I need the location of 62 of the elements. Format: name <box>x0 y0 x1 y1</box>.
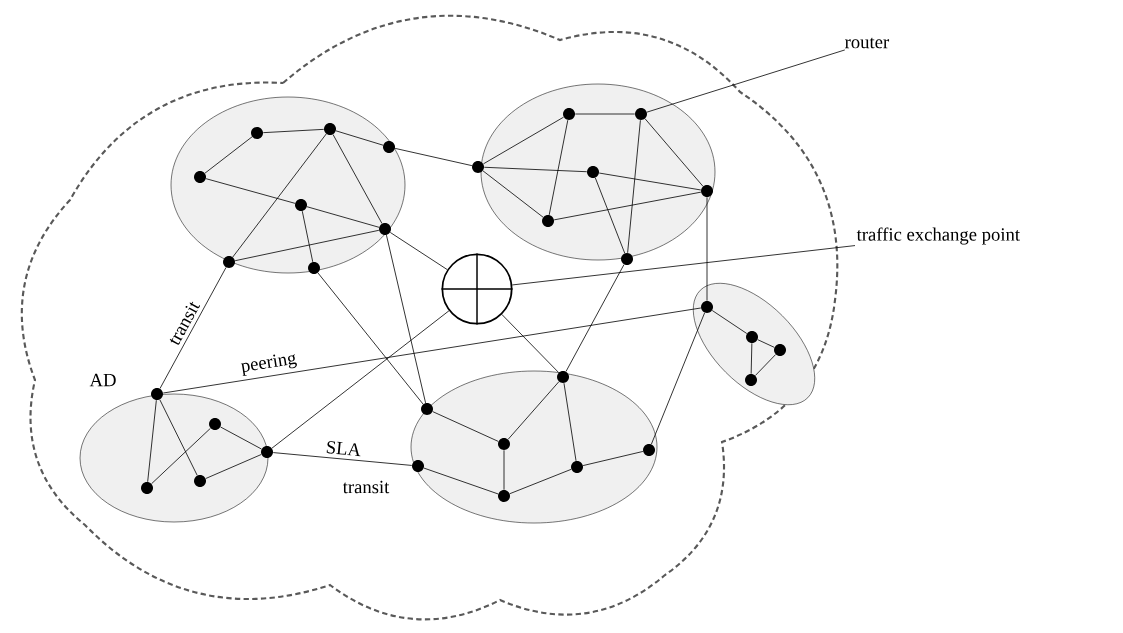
link-line <box>335 130 384 146</box>
link-line <box>483 116 564 165</box>
link-line <box>650 312 706 445</box>
domain-ellipse <box>79 393 269 523</box>
link-line <box>394 148 473 167</box>
link-line <box>565 264 625 372</box>
link-line <box>234 229 380 262</box>
link-line <box>482 170 544 218</box>
link-line <box>509 468 572 495</box>
link-line <box>306 206 380 228</box>
link-line <box>553 191 702 221</box>
link-line <box>317 272 424 405</box>
link-line <box>483 166 588 173</box>
link-line <box>644 118 704 187</box>
text-label: transit <box>342 480 390 494</box>
link-line <box>332 134 383 224</box>
link-line <box>598 172 702 191</box>
link-line <box>548 119 569 216</box>
link-line <box>262 128 325 134</box>
link-line <box>271 310 450 449</box>
link-line <box>423 467 499 495</box>
link-line <box>162 307 702 394</box>
link-line <box>507 381 560 440</box>
node-label: router <box>845 37 890 49</box>
edge-label: peering <box>240 354 297 377</box>
leader-line <box>646 49 846 113</box>
link-line <box>147 399 157 483</box>
link-line <box>386 234 426 404</box>
link-line <box>503 449 505 491</box>
link-line <box>301 210 314 263</box>
domain-ellipse <box>170 96 406 274</box>
link-line <box>159 267 227 389</box>
link-line <box>582 451 644 466</box>
link-line <box>220 426 262 450</box>
link-line <box>432 411 499 442</box>
link-line <box>574 113 636 115</box>
link-line <box>204 136 253 174</box>
link-line <box>205 454 262 479</box>
domain-ellipse <box>480 83 716 261</box>
link-line <box>501 314 560 373</box>
link-line <box>757 339 775 348</box>
link-line <box>272 452 413 466</box>
link-line <box>151 427 211 485</box>
link-line <box>627 119 641 254</box>
node-label: traffic exchange point <box>856 227 1020 245</box>
link-line <box>159 399 198 476</box>
link-line <box>205 178 296 204</box>
edge-label: transit <box>169 301 200 345</box>
exchange-point-symbol <box>440 252 514 326</box>
link-line <box>389 232 448 270</box>
leader-line <box>511 245 856 286</box>
link-line <box>706 196 708 302</box>
link-line <box>232 133 327 258</box>
text-label: AD <box>89 373 116 387</box>
link-line <box>750 342 753 375</box>
link-line <box>711 310 748 334</box>
link-line <box>754 354 777 376</box>
link-line <box>594 177 626 254</box>
edge-label: SLA <box>326 441 361 457</box>
link-line <box>563 382 577 462</box>
cloud-outline <box>20 14 839 621</box>
domain-ellipse <box>410 370 658 524</box>
